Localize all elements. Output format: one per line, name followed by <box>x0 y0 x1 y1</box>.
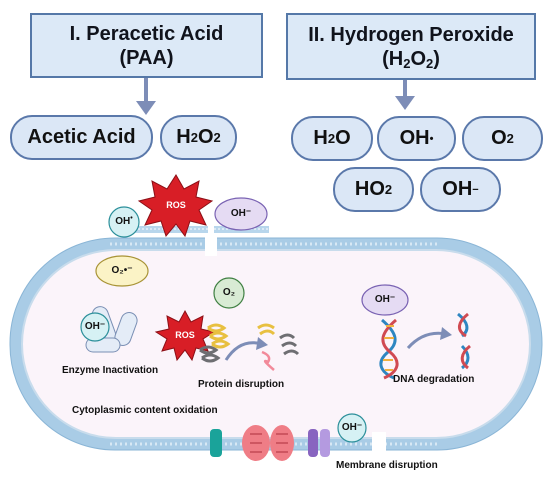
o2-inside-label: O₂ <box>222 287 236 298</box>
oh-minus-bubble <box>214 197 268 231</box>
h2o2-title-line2: (H2O2) <box>382 47 440 71</box>
ros-burst-outside <box>137 174 214 238</box>
oh-radical-outside-label: OH• <box>115 215 133 227</box>
oh-radical-bubble <box>108 206 140 238</box>
protein-caption: Protein disruption <box>198 379 285 390</box>
arrow-h2o2 <box>395 78 415 110</box>
ros-burst-inside <box>154 309 216 362</box>
oh-membrane-bubble <box>337 413 367 443</box>
cytoplasm-caption: Cytoplasmic content oxidation <box>72 405 218 416</box>
h2o2-title-box: II. Hydrogen Peroxide (H2O2) <box>286 13 536 80</box>
enzyme-shapes <box>80 306 138 353</box>
paa-title-box: I. Peracetic Acid (PAA) <box>30 13 263 78</box>
ros-inside-label: ROS <box>175 330 195 340</box>
dna-fragments <box>457 312 471 370</box>
oh-enzyme-label: OH⁻ <box>84 321 106 332</box>
h2o2-title-line1: II. Hydrogen Peroxide <box>308 23 514 46</box>
acetic-acid-pill: Acetic Acid <box>10 115 153 160</box>
oh-dna-label: OH⁻ <box>374 294 396 305</box>
o2-bubble <box>213 277 245 309</box>
dna-intact <box>379 318 399 380</box>
oh-minus-outside-label: OH⁻ <box>230 208 252 219</box>
paa-title-line2: (PAA) <box>119 46 174 69</box>
protein-helices <box>199 323 300 371</box>
hydroxide-pill: OH− <box>420 167 501 212</box>
superoxide-bubble <box>95 255 149 287</box>
hydroxyl-radical-pill: OH• <box>377 116 456 161</box>
arrow-paa <box>136 76 156 115</box>
paa-title-line1: I. Peracetic Acid <box>69 22 224 45</box>
membrane-caption: Membrane disruption <box>336 460 438 471</box>
oh-dna-bubble <box>361 284 409 316</box>
superoxide-label: O₂•⁻ <box>111 265 133 276</box>
enzyme-caption: Enzyme Inactivation <box>62 365 159 376</box>
ros-outside-label: ROS <box>166 200 186 210</box>
membrane-proteins <box>210 425 330 461</box>
dna-caption: DNA degradation <box>393 374 475 385</box>
oh-membrane-label: OH⁻ <box>341 422 363 433</box>
